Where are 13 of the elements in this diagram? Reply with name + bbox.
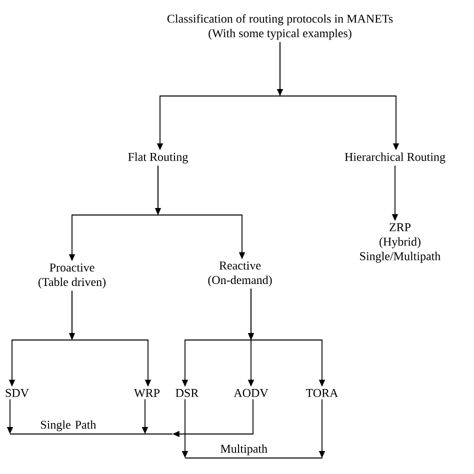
protocol-label: ZRP (Hybrid) Single/Multipath	[360, 223, 441, 263]
bus-line: Single Path	[10, 420, 173, 434]
bus-line: Multipath	[184, 444, 323, 458]
protocol-label: WRP	[134, 388, 160, 398]
protocol-label: DSR	[176, 388, 199, 398]
category-label: Proactive (Table driven)	[38, 264, 106, 288]
category-label: Flat Routing	[128, 152, 188, 164]
category-label: Hierarchical Routing	[344, 152, 446, 164]
protocol-label: SDV	[6, 388, 29, 398]
protocol-label: TORA	[306, 388, 338, 398]
title-text: Classification of routing protocols in MANETs (With some typical examples)	[167, 14, 393, 40]
protocol-label: AODV	[234, 388, 268, 398]
category-label: Reactive (On-demand)	[208, 262, 272, 286]
